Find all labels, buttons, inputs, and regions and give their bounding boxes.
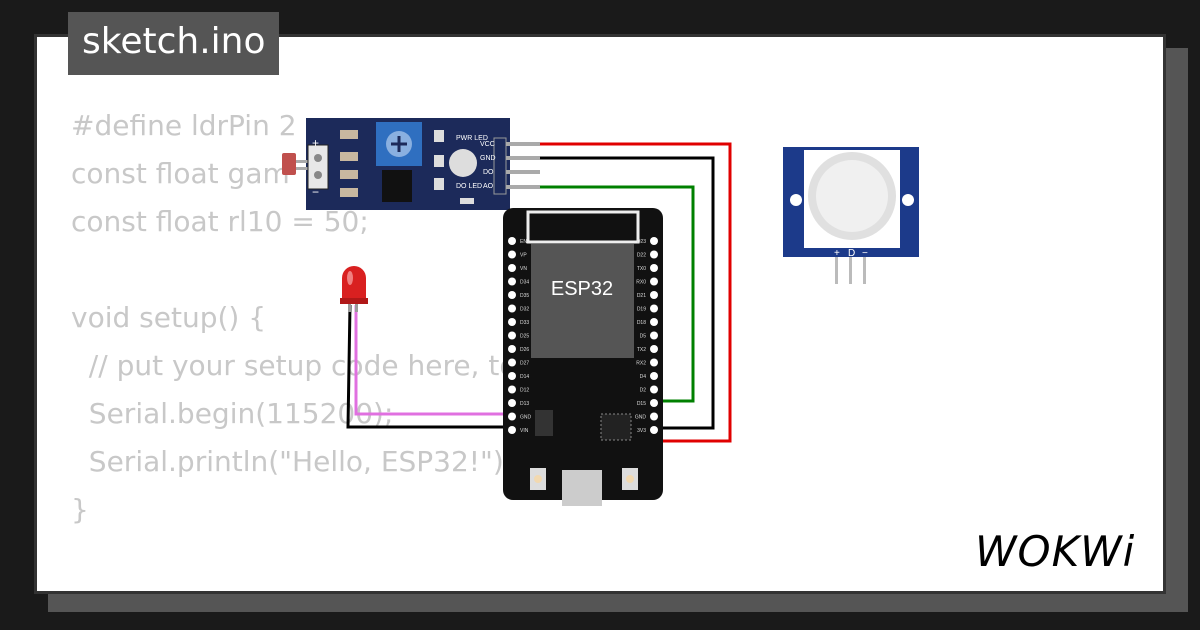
code-line: void loop() {	[71, 582, 658, 591]
pir-pin-gnd: −	[862, 248, 868, 259]
esp32-pin-left[interactable]	[508, 264, 516, 272]
esp32-pin-label: VIN	[520, 428, 529, 434]
esp32-pin-left[interactable]	[508, 412, 516, 421]
esp32-chip-label: ESP32	[551, 278, 613, 300]
pir-pin-d: D	[848, 248, 855, 259]
esp32-pin-label: RX2	[636, 361, 646, 367]
esp32-pin-label: GND	[635, 415, 647, 421]
esp32-pin-label: D14	[520, 374, 529, 380]
pwr-led-label: PWR LED	[456, 135, 488, 142]
wire-gnd	[540, 156, 715, 430]
esp32-pin-label: D23	[637, 239, 646, 245]
esp32-pin-label: RX0	[636, 280, 646, 286]
esp32-pin-label: EN	[520, 239, 527, 245]
code-line: }	[71, 493, 89, 526]
esp32-board[interactable]: ESP32 ENVPVND34D35D32D33D25D26D27D14D12D…	[503, 208, 663, 506]
code-line: const float gam	[71, 157, 290, 190]
esp32-pin-right[interactable]	[650, 318, 658, 326]
esp32-pin-label: TX0	[637, 266, 646, 272]
code-line: void setup() {	[71, 301, 267, 334]
esp32-pin-label: D32	[520, 307, 529, 313]
led-indicator	[449, 149, 477, 177]
usb-port	[562, 470, 602, 506]
esp32-pin-left[interactable]	[508, 304, 516, 313]
esp32-pin-label: VN	[520, 266, 527, 272]
ldr-pin-do: DO	[483, 169, 494, 176]
esp32-pin-right[interactable]	[650, 399, 658, 407]
esp32-pin-left[interactable]	[508, 250, 516, 259]
esp32-pin-label: D21	[637, 293, 646, 299]
esp32-pin-label: 3V3	[637, 428, 646, 434]
esp32-pin-right[interactable]	[650, 331, 658, 340]
wire-led-gnd	[346, 304, 510, 429]
esp32-pin-left[interactable]	[508, 318, 516, 326]
esp32-pin-right[interactable]	[650, 358, 658, 367]
wokwi-logo: WOKWi	[975, 527, 1136, 576]
ldr-minus: −	[312, 185, 319, 199]
ldr-pin-ao: AO	[483, 183, 494, 190]
code-line: const float rl10 = 50;	[71, 205, 369, 238]
esp32-pin-right[interactable]	[650, 426, 658, 434]
esp32-pin-label: D27	[520, 361, 529, 367]
file-title: sketch.ino	[68, 12, 280, 75]
pir-pin-vcc: +	[834, 248, 840, 259]
esp32-module	[531, 244, 634, 358]
ldr-pin-gnd: GND	[480, 155, 496, 162]
esp32-pin-right[interactable]	[650, 250, 658, 259]
esp32-pin-label: D25	[520, 334, 529, 340]
esp32-pin-right[interactable]	[650, 385, 658, 394]
antenna-trace	[526, 210, 640, 244]
esp32-pin-label: D34	[520, 280, 529, 286]
ldr-plus: +	[312, 136, 319, 150]
esp32-pin-label: D35	[520, 293, 529, 299]
esp32-pin-label: D4	[640, 374, 647, 380]
code-line: Serial.begin(115200);	[71, 397, 394, 430]
photoresistor	[282, 153, 296, 175]
code-line: #define ldrPin 2	[71, 109, 297, 142]
esp32-pin-right[interactable]	[650, 291, 658, 299]
code-line: Serial.println("Hello, ESP32!");	[71, 445, 514, 478]
esp32-pin-label: D22	[637, 253, 646, 259]
esp32-pin-left[interactable]	[508, 426, 516, 434]
esp32-pin-label: D12	[520, 388, 529, 394]
esp32-pin-label: D15	[637, 401, 646, 407]
esp32-pin-label: TX2	[637, 347, 646, 353]
esp32-pin-right[interactable]	[650, 345, 658, 353]
wire-ao	[540, 185, 695, 403]
esp32-pin-left[interactable]	[508, 237, 516, 245]
esp32-pin-label: D18	[637, 320, 646, 326]
esp32-pin-left[interactable]	[508, 385, 516, 394]
esp32-pin-left[interactable]	[508, 399, 516, 407]
esp32-pin-label: D5	[640, 334, 647, 340]
esp32-pin-label: D13	[520, 401, 529, 407]
esp32-pin-right[interactable]	[650, 264, 658, 272]
esp32-pin-right[interactable]	[650, 372, 658, 380]
esp32-pin-label: GND	[520, 415, 532, 421]
ldr-module[interactable]: + − PWR LED DO LED VCC GND DO AO	[282, 118, 540, 210]
esp32-pin-label: D26	[520, 347, 529, 353]
esp32-pin-left[interactable]	[508, 331, 516, 340]
esp32-pin-left[interactable]	[508, 358, 516, 367]
ldr-pin-vcc: VCC	[480, 141, 495, 148]
esp32-pin-label: VP	[520, 253, 527, 259]
esp32-pin-left[interactable]	[508, 372, 516, 380]
esp32-pin-label: D19	[637, 307, 646, 313]
esp32-pin-label: D33	[520, 320, 529, 326]
esp32-pin-left[interactable]	[508, 277, 516, 286]
esp32-pin-left[interactable]	[508, 291, 516, 299]
pir-sensor[interactable]: + D −	[783, 147, 919, 284]
esp32-pin-label: D2	[640, 388, 647, 394]
red-led[interactable]	[340, 266, 368, 312]
esp32-pin-right[interactable]	[650, 277, 658, 286]
do-led-label: DO LED	[456, 183, 482, 190]
esp32-pin-right[interactable]	[650, 412, 658, 421]
wire-led-signal	[354, 305, 510, 416]
code-background: #define ldrPin 2 const float gam const flo…	[71, 102, 658, 591]
esp32-pin-right[interactable]	[650, 237, 658, 245]
esp32-pin-left[interactable]	[508, 345, 516, 353]
esp32-pin-right[interactable]	[650, 304, 658, 313]
